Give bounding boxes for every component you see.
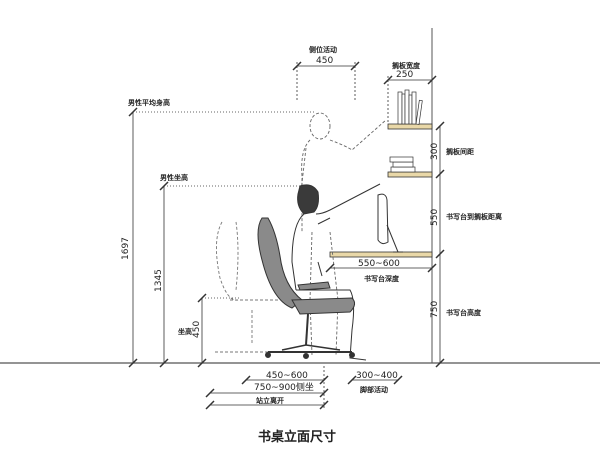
diagram-title: 书桌立面尺寸 (258, 429, 336, 445)
chair-clearance-value: 750~900侧坐 (254, 381, 314, 393)
male-sitting-height-label: 男性坐高 (160, 173, 188, 182)
shelf-spacing-value: 300 (430, 143, 440, 160)
seat-area-value: 450~600 (266, 371, 308, 381)
leg-space-value: 300~400 (356, 371, 398, 381)
shelf-spacing-label: 搁板间距 (446, 147, 474, 156)
standing-person-figure (299, 112, 387, 356)
male-sitting-height-value: 1345 (154, 269, 164, 292)
seat-height-label: 坐高 (178, 327, 192, 336)
dim-seat-height (197, 293, 240, 368)
side-activity-value: 450 (316, 56, 333, 66)
desk-depth-value: 550~600 (358, 259, 400, 269)
shelf-width-label: 搁板宽度 (392, 61, 421, 70)
desk-to-shelf-value: 550 (430, 209, 440, 226)
book-stack-icon (389, 156, 416, 173)
dim-bottom-rows (205, 366, 403, 410)
male-avg-height-value: 1697 (121, 237, 131, 260)
dim-shelf-width (383, 75, 437, 124)
leg-space-label: 脚部活动 (359, 385, 388, 394)
standing-leave-label: 站立离开 (256, 396, 284, 405)
desk-depth-label: 书写台深度 (364, 274, 400, 283)
monitor-icon (377, 193, 403, 253)
upper-shelf (387, 123, 433, 130)
male-avg-height-label: 男性平均身高 (128, 98, 170, 107)
side-activity-label: 侧位活动 (309, 45, 337, 54)
desk-top (329, 251, 433, 258)
desk-height-label: 书写台高度 (446, 308, 482, 317)
dim-male-sitting-height (159, 181, 300, 368)
dim-side-activity (292, 61, 360, 100)
books-icon (397, 89, 423, 125)
dim-right-chain (435, 121, 445, 368)
dim-desk-depth (325, 263, 437, 273)
desk-to-shelf-label: 书写台到搁板距离 (446, 212, 502, 221)
seat-height-value: 450 (192, 321, 202, 338)
dashed-chair-outline (215, 221, 290, 353)
office-chair (257, 217, 356, 359)
dim-male-avg-height (128, 107, 316, 368)
shelf-width-value: 250 (396, 70, 413, 80)
seated-person-figure (291, 183, 381, 361)
lower-shelf (387, 171, 433, 178)
desk-height-value: 750 (430, 301, 440, 318)
